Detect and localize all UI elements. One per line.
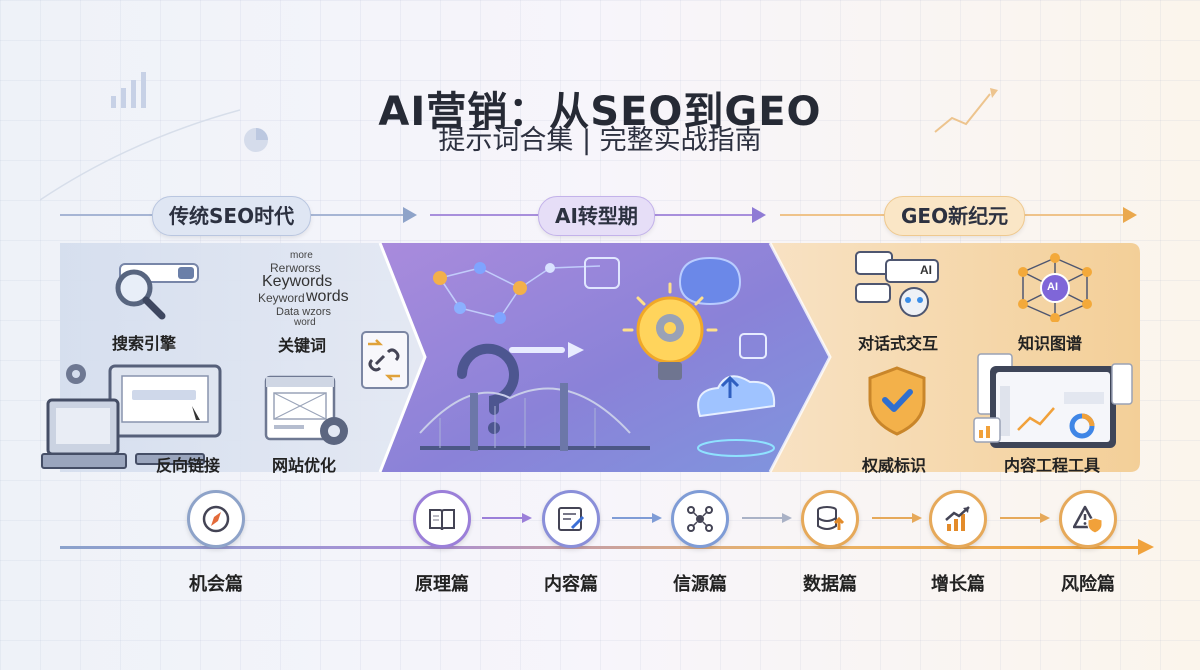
stage-timeline <box>60 546 1140 549</box>
seo-item-label-backlink: 反向链接 <box>156 456 221 475</box>
stage-circle <box>413 490 471 548</box>
keyword-cloud-word: Rerworss <box>270 261 321 275</box>
stage-label: 原理篇 <box>415 574 469 595</box>
stage-label: 内容篇 <box>544 574 598 595</box>
network-people-icon <box>687 506 713 532</box>
stage-opportunity[interactable]: 机会篇 <box>176 490 256 596</box>
stage-circle <box>801 490 859 548</box>
era-label-seo: 传统SEO时代 <box>152 196 312 236</box>
stage-circle <box>1059 490 1117 548</box>
stage-circle <box>542 490 600 548</box>
page-title: AI营销：从SEO到GEO <box>378 88 822 135</box>
stage-label: 数据篇 <box>803 574 857 595</box>
stage-data[interactable]: 数据篇 <box>790 490 870 596</box>
stage-label: 风险篇 <box>1061 574 1115 595</box>
webpage-gear-icon <box>264 375 348 445</box>
growth-chart-icon <box>945 506 970 531</box>
knowledge-graph-icon <box>1018 253 1092 322</box>
stage-label: 机会篇 <box>189 574 243 595</box>
magnifier-icon <box>115 263 199 320</box>
stage-principle[interactable]: 原理篇 <box>402 490 482 596</box>
stage-label: 信源篇 <box>673 574 727 595</box>
stage-timeline-arrow <box>1138 539 1154 555</box>
keyword-cloud-word: Data wzors <box>276 306 332 318</box>
keyword-cloud-word: more <box>290 250 313 261</box>
stage-growth[interactable]: 增长篇 <box>918 490 998 596</box>
stage-content[interactable]: 内容篇 <box>531 490 611 596</box>
seo-item-label-keyword: 关键词 <box>278 336 327 355</box>
stage-circle <box>187 490 245 548</box>
era-arrow-ai <box>752 207 766 223</box>
geo-item-label-knowledge-graph: 知识图谱 <box>1018 334 1083 353</box>
chat-bot-icon <box>855 251 939 317</box>
keyword-cloud-word: Keywords <box>262 273 333 290</box>
pie-chart-decoration <box>244 128 268 152</box>
link-document-icon <box>361 331 409 389</box>
stage-circle <box>671 490 729 548</box>
database-icon <box>817 506 845 530</box>
stage-label: 增长篇 <box>931 574 985 595</box>
stage-connector-arrows <box>482 513 1050 523</box>
dashboard-icon <box>973 353 1133 448</box>
compass-icon <box>202 505 230 533</box>
geo-item-label-content-tool: 内容工程工具 <box>1004 456 1101 475</box>
keyword-cloud-word: word <box>294 317 316 328</box>
seo-item-label-search: 搜索引擎 <box>112 334 177 353</box>
graph-ai-badge: AI <box>1047 281 1058 293</box>
trend-line-decoration <box>934 88 998 133</box>
ai-transformation-illustration <box>419 256 776 457</box>
curve-decoration <box>40 109 240 201</box>
keyword-cloud-word: words <box>306 288 349 305</box>
geo-item-label-authority: 权威标识 <box>862 456 927 475</box>
era-arrow-geo <box>1123 207 1137 223</box>
era-arrow-seo <box>403 207 417 223</box>
document-edit-icon <box>558 507 585 531</box>
book-icon <box>429 509 455 531</box>
seo-item-label-site-optimization: 网站优化 <box>272 456 337 475</box>
chat-ai-badge: AI <box>920 263 932 277</box>
shield-check-icon <box>868 366 926 436</box>
page-subtitle: 提示词合集 | 完整实战指南 <box>438 125 762 156</box>
bar-chart-decoration <box>111 72 146 108</box>
keyword-cloud-word: Keyword <box>258 291 305 305</box>
stage-source[interactable]: 信源篇 <box>660 490 740 596</box>
stage-circle <box>929 490 987 548</box>
geo-item-label-dialog: 对话式交互 <box>858 334 939 353</box>
stage-risk[interactable]: 风险篇 <box>1048 490 1128 596</box>
era-label-ai: AI转型期 <box>538 196 655 236</box>
warning-shield-icon <box>1073 505 1103 534</box>
computer-link-icon <box>41 364 222 469</box>
era-label-geo: GEO新纪元 <box>884 196 1026 236</box>
